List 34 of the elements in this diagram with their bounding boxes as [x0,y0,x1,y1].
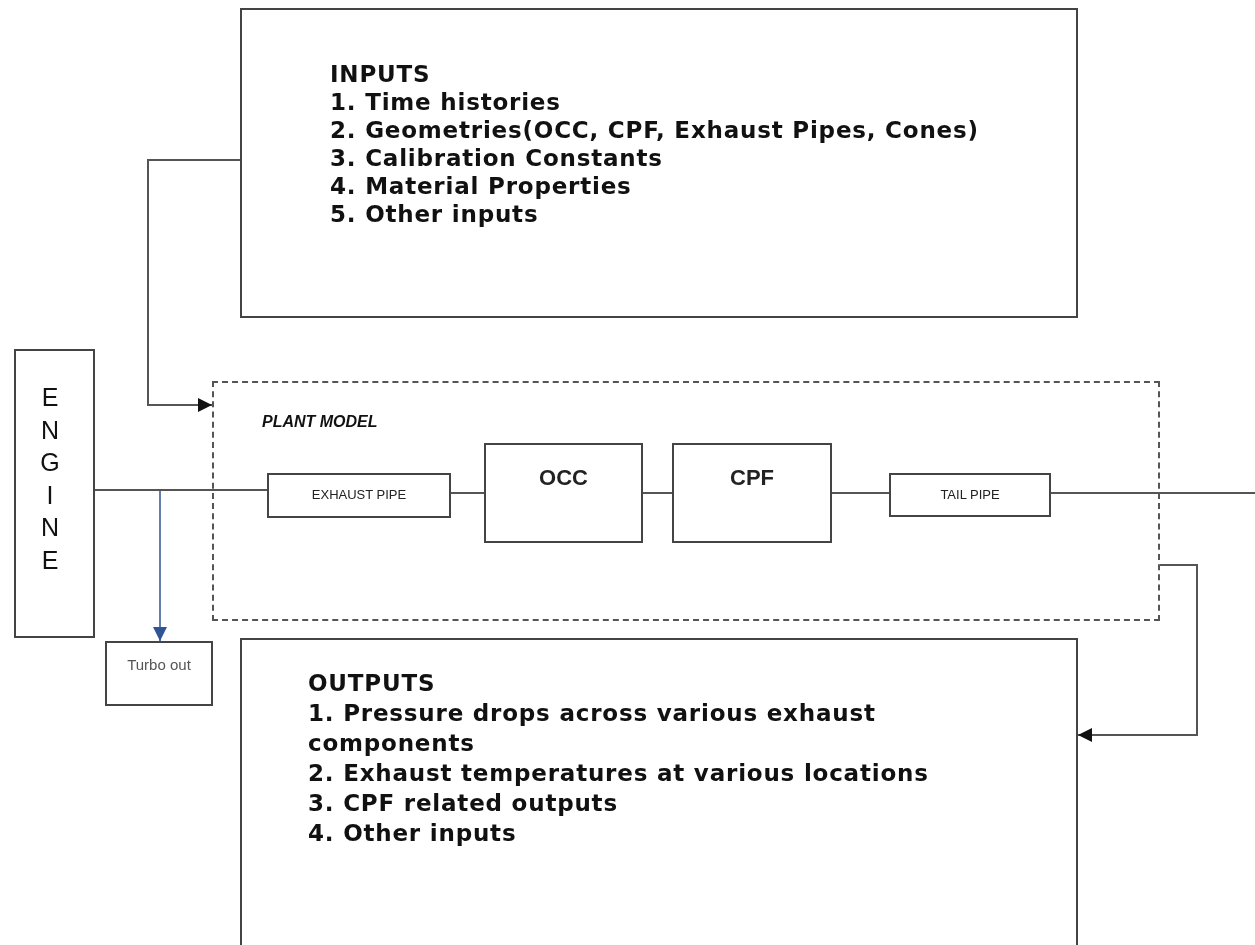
list-item: 4. Material Properties [330,172,633,200]
component-box [267,473,451,518]
plant-model-group [212,381,1160,621]
list-item: 1. Pressure drops across various exhaust components [308,699,877,758]
component-box [672,443,832,543]
list-item: 2. Exhaust temperatures at various locations [308,759,930,788]
component-label: CPF [729,465,775,491]
connector-line [831,492,890,494]
engine-box [14,349,95,638]
connector-line [1050,492,1255,494]
turbo-box [105,641,213,706]
vertical-label: ENGINE [40,382,60,576]
arrow [147,159,241,412]
box-label: Turbo out [127,655,191,675]
panel-heading: OUTPUTS [308,669,437,698]
list-item: 3. Calibration Constants [330,144,664,172]
component-box [484,443,643,543]
connector-line [450,492,485,494]
input-panel [240,8,1078,318]
list-item: 1. Time histories [330,88,562,116]
component-box [889,473,1051,517]
list-item: 5. Other inputs [330,200,540,228]
component-label: TAIL PIPE [939,487,1001,502]
list-item: 4. Other inputs [308,819,518,848]
component-label: OCC [538,465,589,491]
connector-line [642,492,673,494]
list-item: 2. Geometries(OCC, CPF, Exhaust Pipes, Cones) [330,116,980,144]
connector-line [94,489,268,491]
list-item: 3. CPF related outputs [308,789,619,818]
output-panel [240,638,1078,945]
component-label: EXHAUST PIPE [310,487,408,502]
panel-heading: INPUTS [330,60,432,88]
arrow [1077,564,1198,742]
group-label: PLANT MODEL [262,413,378,431]
